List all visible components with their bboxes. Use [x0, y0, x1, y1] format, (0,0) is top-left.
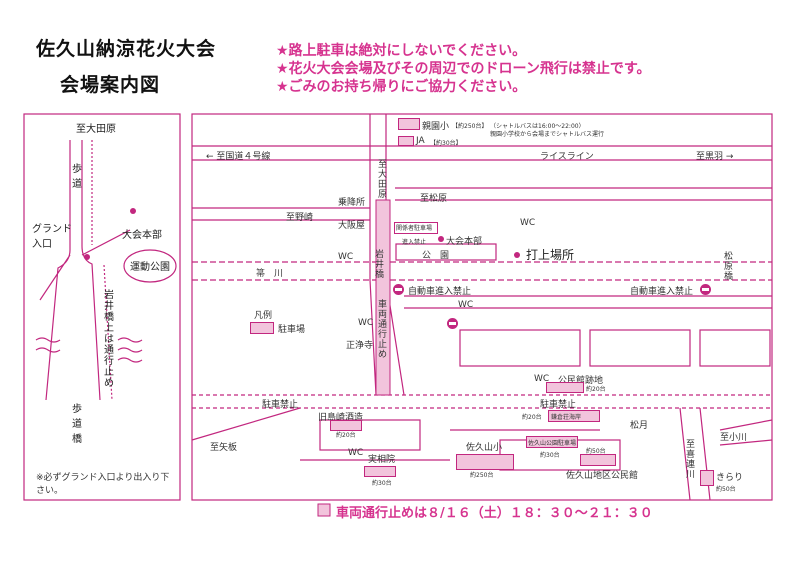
iwai-bridge: 岩井橋: [375, 250, 385, 280]
sakuyama-park-count: 約30台: [540, 452, 560, 459]
sakuyama-school: 佐久山小: [466, 443, 503, 453]
wc-river: WC: [338, 252, 354, 262]
vehicle-closed: 車両通行止め: [378, 300, 388, 360]
no-entry-sign-mid: [447, 318, 458, 329]
ja-label: JA: [416, 136, 425, 146]
shuttle-stop: 乗降所: [338, 198, 366, 208]
hq-marker: [438, 236, 444, 242]
to-route4: ← 至国道４号線: [206, 152, 271, 162]
side-hq: 大会本部: [122, 230, 162, 241]
side-park: 運動公園: [130, 262, 170, 273]
no-vehicles-left: 自動車進入禁止: [408, 287, 472, 297]
notice-parking: ★路上駐車は絶対にしないでください。: [276, 43, 527, 59]
river-name: 箒 川: [256, 269, 284, 279]
parking-koumin: [546, 382, 584, 393]
matsubara-bridge: 松原橋: [724, 252, 734, 282]
to-yaita: 至矢板: [210, 443, 238, 453]
ja-count: 【約30台】: [430, 140, 462, 147]
parking-sakuyama-park: [526, 436, 578, 448]
kirari: きらり: [716, 473, 744, 483]
no-entry-sign-left: [393, 284, 404, 295]
side-note: ※必ずグランド入口より出入り下さい。: [36, 473, 170, 496]
to-kitsuregawa: 至喜連川: [686, 440, 696, 480]
kirari-count: 約50台: [716, 486, 736, 493]
side-bridge-closed: 岩井橋上は通行止め: [104, 290, 114, 389]
to-noazaki: 至野崎: [286, 213, 314, 223]
launch-marker: [514, 252, 520, 258]
side-to-north: 至大田原: [76, 124, 116, 135]
side-grand-entrance: グランド入口: [32, 224, 72, 250]
kamakura-count: 約20台: [522, 414, 542, 421]
no-entry: 進入禁止: [402, 239, 427, 246]
sakuyama-park-parking: 佐久山公園駐車場: [528, 440, 577, 447]
legend-title: 凡例: [254, 311, 273, 321]
shinkan-count: 【約250台】: [452, 123, 488, 130]
to-matsubara: 至松原: [420, 194, 448, 204]
shinkan-school: 親園小: [422, 122, 450, 132]
notice-trash: ★ごみのお持ち帰りにご協力ください。: [276, 79, 527, 95]
launch-site: 打上場所: [526, 248, 575, 262]
page-subtitle: 会場案内図: [60, 74, 161, 96]
no-parking-left: 駐車禁止: [262, 400, 299, 410]
closure-time: 車両通行止めは８/１６（土）１８：３０～２１：３０: [336, 506, 653, 521]
parking-shimazaki: [330, 420, 362, 431]
parking-shinkan: [398, 118, 420, 130]
shuttle-hours: （シャトルバスは16:00～22:00）: [490, 123, 585, 130]
rice-line: ライスライン: [540, 152, 594, 162]
parking-hall: [580, 454, 616, 466]
parking-kamakura: [548, 410, 600, 422]
legend-parking-swatch: [250, 322, 274, 334]
shojoji: 正浄寺: [346, 341, 374, 351]
osakaya: 大阪屋: [338, 221, 366, 231]
page-title: 佐久山納涼花火大会: [36, 38, 217, 60]
notice-drone: ★花火大会会場及びその周辺でのドローン飛行は禁止です。: [276, 61, 651, 77]
staff-parking-box: [394, 222, 438, 234]
grand-entrance-marker: [84, 254, 90, 260]
hall-count: 約50台: [586, 448, 606, 455]
koumin-ato: 公民館跡地: [558, 376, 604, 386]
community-hall: 佐久山地区公民館: [566, 471, 639, 481]
hq-label: 大会本部: [446, 237, 483, 247]
legend-parking: 駐車場: [278, 325, 306, 335]
side-sidewalk-top: 歩道: [72, 164, 82, 190]
shimazaki-count: 約20台: [336, 432, 356, 439]
wc-shojoji: WC: [358, 318, 374, 328]
kamakura: 鎌倉荘海岸: [551, 414, 582, 421]
parking-sakuyama-school: [456, 454, 514, 470]
wc-jissouin: WC: [348, 448, 364, 458]
side-hq-marker: [130, 208, 136, 214]
to-ohtawara: 至大田原: [378, 160, 388, 200]
matsuzuki: 松月: [630, 421, 649, 431]
staff-parking: 関係者駐車場: [396, 225, 433, 232]
parking-kirari: [700, 470, 714, 486]
wc-north: WC: [520, 218, 536, 228]
wc-koumin: WC: [534, 374, 550, 384]
parking-jissouin: [364, 466, 396, 477]
to-ogawa: 至小川: [720, 433, 748, 443]
no-parking-right: 駐車禁止: [540, 400, 577, 410]
park-label: 公 園: [422, 251, 450, 261]
jissouin: 実相院: [368, 455, 396, 465]
koumin-count: 約20台: [586, 386, 606, 393]
to-kurobane: 至黒羽 →: [696, 152, 734, 162]
shuttle-note: 親園小学校から会場までシャトルバス運行: [490, 131, 605, 138]
jissouin-count: 約30台: [372, 480, 392, 487]
kyu-shimazaki: 旧島崎酒造: [318, 413, 364, 423]
side-sidewalk-bridge: 歩道橋: [72, 404, 82, 445]
wc-south: WC: [458, 300, 474, 310]
parking-ja: [398, 136, 414, 146]
no-vehicles-right: 自動車進入禁止: [630, 287, 694, 297]
sakuyama-school-count: 約250台: [470, 472, 494, 479]
no-entry-sign-right: [700, 284, 711, 295]
